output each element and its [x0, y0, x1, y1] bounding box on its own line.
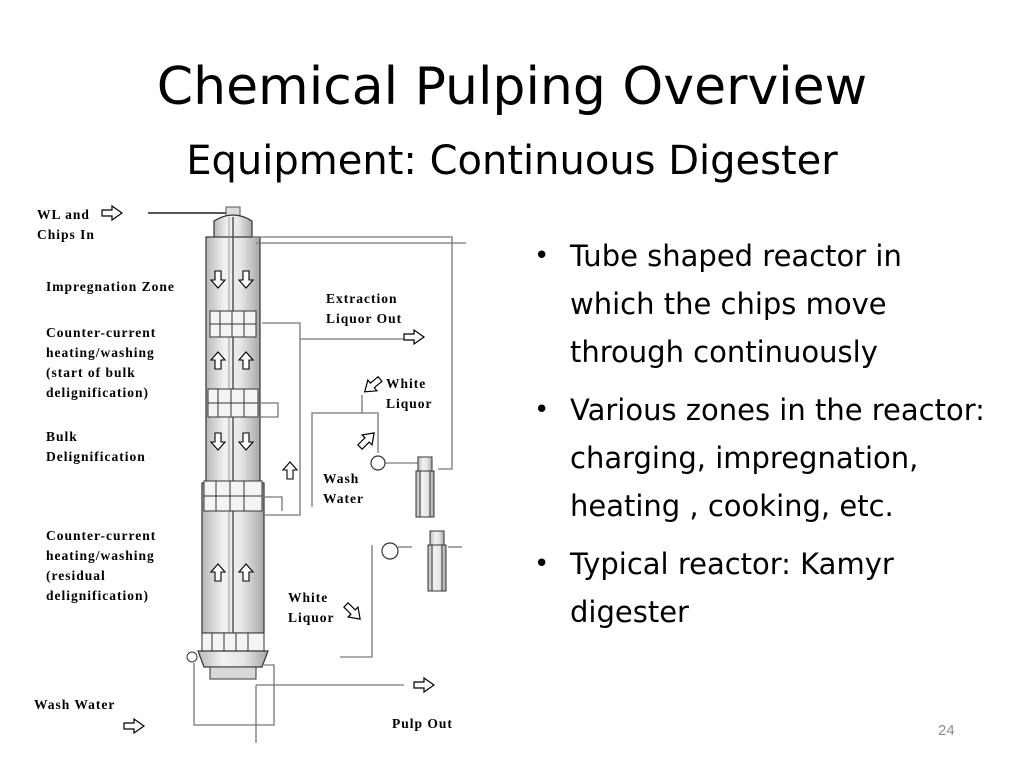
heater-2: [427, 530, 447, 592]
label-bulk-delignification: Bulk Delignification: [46, 429, 146, 464]
label-wl-chips-in: WL and Chips In: [37, 207, 95, 242]
pump: [370, 455, 386, 471]
chips-in-arrow: [101, 205, 123, 221]
screen-band-2: [207, 388, 259, 418]
wash-water-in-arrow: [354, 427, 380, 453]
label-impregnation-zone: Impregnation Zone: [46, 279, 175, 294]
label-wash-water-mid: Wash Water: [323, 471, 364, 506]
label-white-liquor-bottom: White Liquor: [288, 590, 335, 625]
label-extraction-liquor-out: Extraction Liquor Out: [326, 291, 403, 326]
wash-water-in-arrow-bottom: [123, 718, 145, 734]
bullet-list: • Tube shaped reactor in which the chips …: [530, 232, 990, 646]
label-white-liquor-top: White Liquor: [386, 376, 433, 411]
digester-diagram: WL and Chips In Impregnation Zone Counte…: [0, 195, 520, 755]
piping: [193, 236, 466, 743]
pump: [381, 542, 399, 560]
extraction-out-arrow: [403, 329, 425, 345]
screen-band-3: [203, 480, 263, 512]
screen-band-bottom: [201, 632, 265, 652]
bullet-item: • Various zones in the reactor: charging,…: [530, 386, 990, 530]
white-liquor-in-arrow-2: [340, 599, 366, 625]
screen-band-1: [209, 310, 257, 338]
bullet-dot: •: [534, 241, 550, 271]
bullet-dot: •: [534, 549, 550, 579]
label-pulp-out: Pulp Out: [392, 716, 453, 731]
heater-1: [415, 456, 435, 518]
bullet-text: Various zones in the reactor: charging, …: [570, 393, 985, 523]
white-liquor-in-arrow: [359, 373, 386, 398]
page-number: 24: [938, 722, 955, 739]
digester-drawing: [101, 205, 466, 743]
label-counter-current-residual: Counter-current heating/washing (residua…: [46, 528, 157, 603]
label-counter-current-start: Counter-current heating/washing (start o…: [46, 325, 157, 400]
slide-title: Chemical Pulping Overview: [156, 57, 868, 117]
bullet-text: Tube shaped reactor in which the chips m…: [570, 239, 902, 369]
bullet-text: Typical reactor: Kamyr digester: [570, 547, 894, 629]
slide-subtitle: Equipment: Continuous Digester: [186, 138, 838, 184]
bullet-item: • Typical reactor: Kamyr digester: [530, 540, 990, 636]
bullet-dot: •: [534, 395, 550, 425]
pulp-out-arrow: [413, 677, 435, 693]
label-wash-water-bottom: Wash Water: [34, 697, 116, 712]
bullet-item: • Tube shaped reactor in which the chips …: [530, 232, 990, 376]
flow-arrow: [282, 461, 298, 480]
